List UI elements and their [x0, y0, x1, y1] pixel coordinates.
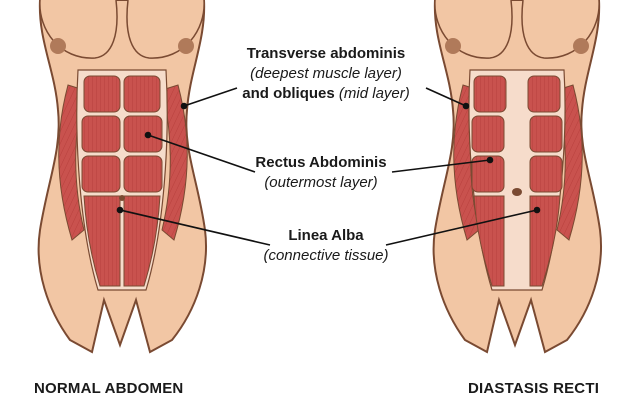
rectus-abdominis-label: Rectus Abdominis (outermost layer): [236, 153, 406, 193]
linea-alba-label: Linea Alba (connective tissue): [246, 226, 406, 266]
transverse-note: (deepest muscle layer): [226, 64, 426, 84]
normal-abdomen-caption: NORMAL ABDOMEN: [34, 380, 183, 397]
linea-title: Linea Alba: [246, 226, 406, 246]
diastasis-recti-caption: DIASTASIS RECTI: [468, 380, 599, 397]
rectus-title: Rectus Abdominis: [236, 153, 406, 173]
diastasis-torso: [434, 0, 601, 352]
linea-note: (connective tissue): [246, 246, 406, 266]
rectus-note: (outermost layer): [236, 173, 406, 193]
obliques-text: and obliques: [242, 85, 335, 102]
transverse-abdominis-label: Transverse abdominis (deepest muscle lay…: [226, 44, 426, 104]
obliques-note: (mid layer): [339, 85, 410, 102]
transverse-title: Transverse abdominis: [226, 44, 426, 64]
normal-torso: [39, 0, 206, 352]
